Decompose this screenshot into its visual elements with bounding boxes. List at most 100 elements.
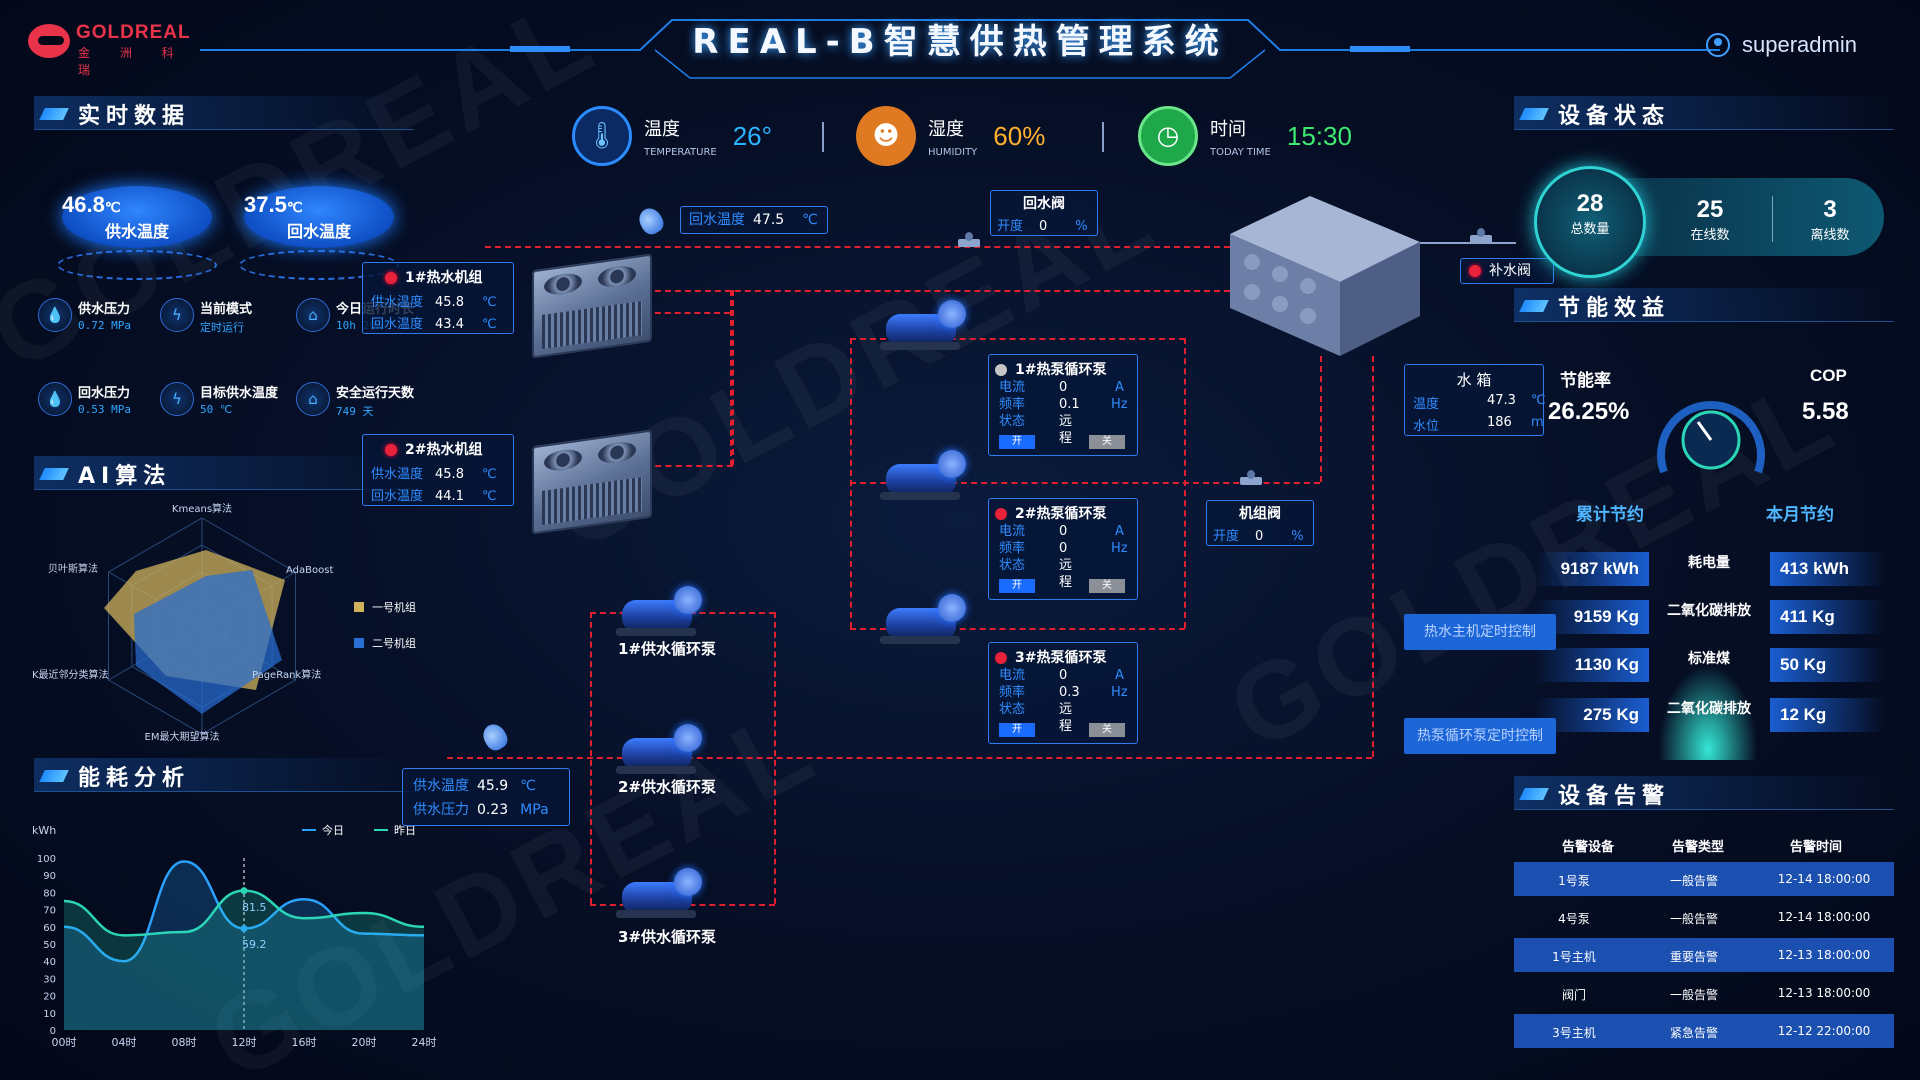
time-value: 15:30 xyxy=(1286,120,1352,151)
saving-rate-value: 26.25% xyxy=(1548,398,1630,425)
section-ai-title: AI算法 xyxy=(34,456,414,490)
heat-pump-close-button[interactable]: 关 xyxy=(1089,435,1125,449)
status-dot-icon xyxy=(995,652,1007,664)
energy-y-tick: 20 xyxy=(43,992,56,1003)
energy-y-tick: 40 xyxy=(43,957,56,968)
humidity-label: 湿度 xyxy=(928,118,964,140)
divider xyxy=(822,122,824,152)
disc-ring xyxy=(57,250,217,280)
radar-axis-label: K最近邻分类算法 xyxy=(32,668,109,681)
supply-pump-3-label: 3#供水循环泵 xyxy=(618,928,717,946)
saving-rate-label: 节能率 xyxy=(1560,371,1611,391)
energy-y-tick: 70 xyxy=(43,906,56,917)
saving-row-label: 标准煤 xyxy=(1688,651,1730,667)
water-unit-2-equipment[interactable] xyxy=(532,429,652,535)
fan-icon xyxy=(598,263,636,290)
makeup-valve-icon[interactable] xyxy=(1470,228,1492,248)
energy-series-area xyxy=(64,861,424,1030)
energy-x-tick: 04时 xyxy=(112,1036,137,1049)
heat-pump-current: 0 xyxy=(1059,380,1068,395)
divider xyxy=(1102,122,1104,152)
user-menu[interactable]: superadmin xyxy=(1706,30,1857,60)
humidity-value: 60% xyxy=(993,120,1046,151)
return-temp-value: 37.5 xyxy=(244,192,287,217)
energy-y-tick: 0 xyxy=(50,1026,56,1037)
return-valve-opening: 0 xyxy=(1039,219,1048,234)
heat-pump-open-button[interactable]: 开 xyxy=(999,435,1035,449)
section-saving-title: 节能效益 xyxy=(1514,288,1894,322)
pipe xyxy=(850,338,852,628)
humidity-label-en: HUMIDITY xyxy=(928,146,978,158)
makeup-valve-panel[interactable]: 补水阀 xyxy=(1460,258,1554,284)
pipe xyxy=(645,312,730,314)
energy-x-tick: 24时 xyxy=(412,1036,437,1049)
section-marker-icon xyxy=(1519,108,1549,120)
heat-pump-state: 远程 xyxy=(1059,558,1073,590)
pipe xyxy=(1320,356,1322,482)
heat-pump-1-equipment[interactable] xyxy=(880,296,976,352)
header-frame xyxy=(200,19,1720,79)
pipe xyxy=(1420,242,1516,244)
lightning-icon: ϟ xyxy=(160,382,194,416)
valve-icon[interactable] xyxy=(1240,470,1262,490)
radar-legend-2: 二号机组 xyxy=(372,636,416,650)
heat-pump-close-button[interactable]: 关 xyxy=(1089,579,1125,593)
water-unit-1-equipment[interactable] xyxy=(532,253,652,359)
building-icon: ⌂ xyxy=(296,382,330,416)
legend-swatch xyxy=(354,638,364,648)
radar-axis-label: EM最大期望算法 xyxy=(145,730,220,743)
water-unit-return: 44.1 xyxy=(435,489,464,504)
heat-pump-open-button[interactable]: 开 xyxy=(999,723,1035,737)
radar-axis-label: AdaBoost xyxy=(286,565,333,576)
temp-label-en: TEMPERATURE xyxy=(644,146,717,158)
tank-level-value: 186 xyxy=(1487,415,1512,430)
energy-series-area xyxy=(64,890,424,1030)
pipe xyxy=(645,465,733,467)
water-tank-title: 水 箱 xyxy=(1456,371,1492,389)
saving-month-value: 413 kWh xyxy=(1770,552,1885,586)
water-host-timer-button[interactable]: 热水主机定时控制 xyxy=(1404,614,1556,650)
energy-y-tick: 50 xyxy=(43,940,56,951)
heat-pump-close-button[interactable]: 关 xyxy=(1089,723,1125,737)
heat-pump-timer-button[interactable]: 热泵循环泵定时控制 xyxy=(1404,718,1556,754)
heat-pump-open-button[interactable]: 开 xyxy=(999,579,1035,593)
water-tank-equipment[interactable] xyxy=(1230,196,1420,356)
radar-axis-label: PageRank算法 xyxy=(252,668,321,681)
energy-y-tick: 100 xyxy=(37,854,56,865)
supply-pump-3-equipment[interactable] xyxy=(616,864,712,920)
valve-icon[interactable] xyxy=(958,232,980,252)
return-temp-label: 回水温度 xyxy=(286,222,351,241)
energy-x-tick: 12时 xyxy=(232,1036,257,1049)
supply-pump-2-equipment[interactable] xyxy=(616,720,712,776)
supply-temp-label: 供水温度 xyxy=(104,222,169,241)
supply-pump-1-equipment[interactable] xyxy=(616,582,712,638)
return-temp-reading-value: 47.5 xyxy=(753,212,785,228)
section-energy-title: 能耗分析 xyxy=(34,758,414,792)
heat-pump-2-equipment[interactable] xyxy=(880,446,976,502)
pipe xyxy=(645,290,1230,292)
heat-pump-3-equipment[interactable] xyxy=(880,590,976,646)
energy-y-tick: 90 xyxy=(43,871,56,882)
saving-total-value: 9187 kWh xyxy=(1534,552,1649,586)
logo-text: GOLDREAL xyxy=(76,22,191,43)
time-label: 时间 xyxy=(1210,118,1246,140)
supply-temp-value: 46.8 xyxy=(62,192,105,217)
status-dot-icon xyxy=(1469,265,1481,277)
